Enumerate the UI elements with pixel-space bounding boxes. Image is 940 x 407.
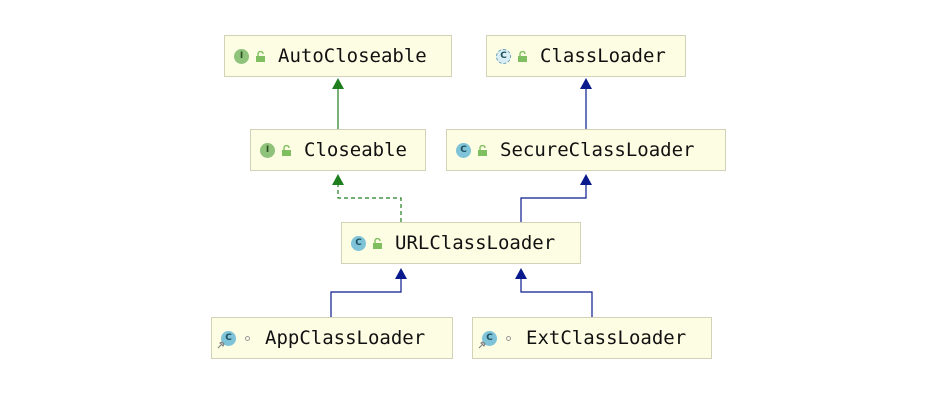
node-label: SecureClassLoader <box>500 139 695 161</box>
badge-letter: C <box>486 333 493 343</box>
lock-open-icon <box>254 50 266 62</box>
node-autocloseable[interactable]: I AutoCloseable <box>224 35 452 77</box>
node-classloader[interactable]: C ClassLoader <box>486 35 686 77</box>
class-icon: C <box>351 235 366 251</box>
edge-urlclassloader-implements-closeable <box>332 174 402 222</box>
class-icon: C <box>456 142 471 158</box>
node-urlclassloader[interactable]: C URLClassLoader <box>341 222 581 264</box>
package-private-dot-icon <box>502 332 514 344</box>
edge-extclassloader-extends-urlclassloader <box>515 268 593 317</box>
package-private-dot-icon <box>241 332 253 344</box>
interface-icon: I <box>260 142 275 158</box>
node-label: ExtClassLoader <box>526 327 687 349</box>
static-class-icon: C <box>478 330 497 348</box>
interface-icon: I <box>234 48 249 64</box>
lock-open-icon <box>516 50 528 62</box>
pin-icon <box>478 340 486 348</box>
node-label: AppClassLoader <box>265 327 426 349</box>
node-extclassloader[interactable]: C ExtClassLoader <box>472 317 712 359</box>
edge-secureclassloader-extends-classloader <box>580 78 592 129</box>
node-secureclassloader[interactable]: C SecureClassLoader <box>446 129 726 171</box>
pin-icon <box>217 340 225 348</box>
abstract-class-icon: C <box>496 48 511 64</box>
lock-open-icon <box>476 144 488 156</box>
lock-open-icon <box>280 144 292 156</box>
node-label: ClassLoader <box>540 45 666 67</box>
lock-open-icon <box>371 237 383 249</box>
badge-letter: C <box>225 333 232 343</box>
edge-appclassloader-extends-urlclassloader <box>330 268 407 317</box>
node-label: URLClassLoader <box>395 232 556 254</box>
node-closeable[interactable]: I Closeable <box>250 129 426 171</box>
edge-urlclassloader-extends-secureclassloader <box>520 174 592 222</box>
static-class-icon: C <box>217 330 236 348</box>
node-appclassloader[interactable]: C AppClassLoader <box>211 317 453 359</box>
node-label: Closeable <box>304 139 407 161</box>
edge-closeable-extends-autocloseable <box>332 78 344 129</box>
node-label: AutoCloseable <box>278 45 427 67</box>
